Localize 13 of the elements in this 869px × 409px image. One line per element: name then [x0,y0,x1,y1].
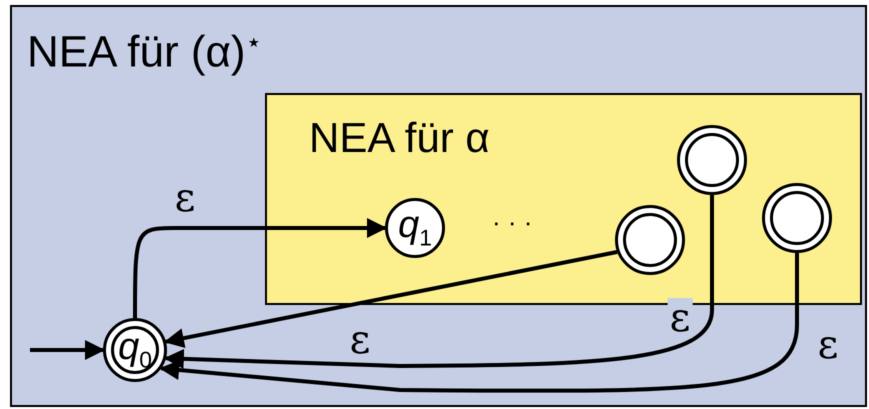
box-heading: NEA für α [309,117,490,159]
state-label: q$_{1}$ [398,206,432,250]
box-heading: NEA für (α)$^{⋆}$ [27,29,262,75]
outer-automaton-box [10,5,867,407]
edge-label: ε [668,298,692,338]
arrow [164,250,618,348]
arrow [30,340,105,360]
arrow [133,218,387,318]
inner-automaton-box [265,93,862,305]
arrow [159,253,799,393]
state-label: q$_{0}$ [118,328,152,372]
arrow [164,195,714,369]
ellipsis-label: · · · [492,207,532,238]
